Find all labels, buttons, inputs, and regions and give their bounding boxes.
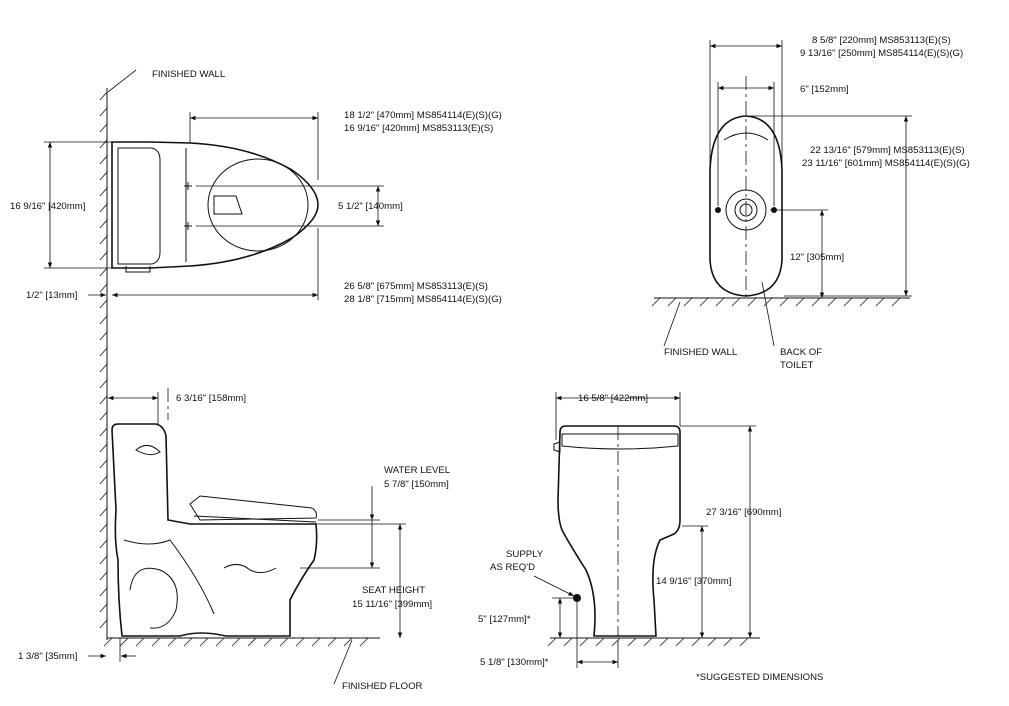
tank-depth-dim: 6 3/16" [158mm] [176, 393, 246, 404]
seat-lid-outline [207, 158, 309, 252]
side-view: 6 3/16" [158mm] WATER LEVEL 5 7/8" [150m… [18, 388, 451, 692]
fp-width-dim-1: 8 5/8" [220mm] MS853113(E)(S) [812, 35, 951, 46]
fp-bolt-dim: 6" [152mm] [800, 84, 849, 95]
seat-length-dim-1: 18 1/2" [470mm] MS854114(E)(S)(G) [344, 110, 502, 121]
overall-length-dim-1: 26 5/8" [675mm] MS853113(E)(S) [344, 281, 488, 292]
side-floor-hatching [103, 637, 369, 647]
seat-height-label: SEAT HEIGHT [362, 585, 425, 596]
toilet-label: TOILET [780, 360, 814, 371]
fp-rough-in-dim: 12" [305mm] [790, 252, 844, 263]
overall-height-dim: 27 3/16" [690mm] [706, 507, 781, 518]
supply-as-required-label: AS REQ'D [490, 562, 535, 573]
toilet-front-outline [557, 425, 681, 637]
bolt-spacing-dim: 5 1/2" [140mm] [338, 201, 403, 212]
floor-bolt-left [715, 207, 721, 213]
left-wall-hatching [99, 91, 108, 629]
flush-lever-front [553, 441, 561, 453]
floor-label-leader [333, 639, 353, 685]
fp-length-dim-1: 22 13/16" [579mm] MS853113(E)(S) [810, 145, 965, 156]
seat-bottom-edge [193, 515, 317, 523]
seat-length-dim-2: 16 9/16" [420mm] MS853113(E)(S) [344, 123, 493, 134]
rim-height-dim: 14 9/16" [370mm] [656, 576, 731, 587]
floor-plan-view: 8 5/8" [220mm] MS853113(E)(S) 9 13/16" [… [651, 35, 970, 371]
supply-valve [573, 594, 581, 602]
water-level-dim: 5 7/8" [150mm] [384, 479, 449, 490]
supply-offset-dim: 5 1/8" [130mm]* [480, 657, 549, 668]
seat-hinge-bracket [213, 195, 243, 215]
fp-wall-leader [663, 301, 681, 347]
flush-lever-base [125, 266, 151, 273]
front-view: 16 5/8" [422mm] 27 3/16" [690mm] 14 9/16… [478, 392, 781, 668]
water-level-label: WATER LEVEL [384, 465, 451, 476]
front-floor-hatching [547, 637, 749, 647]
front-width-dim: 16 5/8" [422mm] [578, 393, 648, 404]
seat-height-dim: 15 11/16" [399mm] [352, 599, 432, 610]
tank-lid-front [561, 433, 679, 450]
toilet-side-outline [111, 423, 318, 637]
wall-label-leader [107, 69, 137, 93]
water-surface-wave [223, 564, 277, 574]
toilet-top-outline [111, 141, 319, 269]
supply-leader [533, 575, 575, 597]
supply-height-dim: 5" [127mm]* [478, 614, 531, 625]
base-offset-dim: 1 3/8" [35mm] [18, 651, 77, 662]
supply-label: SUPPLY [506, 549, 544, 560]
seat-bolt-marks [184, 182, 192, 230]
toilet-width-dim: 16 9/16" [420mm] [10, 201, 85, 212]
tank-lid-outline [117, 147, 161, 265]
fp-width-dim-2: 9 13/16" [250mm] MS854114(E)(S)(G) [800, 48, 963, 59]
flush-lever-side [135, 445, 161, 456]
plan-view: FINISHED WALL 18 1/2" [470mm] MS854114(E… [10, 69, 502, 640]
trapway-curve-1 [123, 539, 215, 615]
floor-plan-wall-hatching [651, 297, 901, 307]
fp-back-leader [761, 281, 775, 347]
fp-finished-wall-label: FINISHED WALL [664, 347, 738, 358]
finished-wall-label: FINISHED WALL [152, 69, 226, 80]
overall-length-dim-2: 28 1/8" [715mm] MS854114(E)(S)(G) [344, 294, 502, 305]
wall-gap-dim: 1/2" [13mm] [26, 290, 77, 301]
fp-length-dim-2: 23 11/16" [601mm] MS854114(E)(S)(G) [802, 158, 970, 169]
finished-floor-label: FINISHED FLOOR [342, 681, 423, 692]
trapway-curve-2 [129, 567, 178, 629]
back-of-label: BACK OF [780, 347, 822, 358]
seat-side [189, 495, 317, 521]
footnote: *SUGGESTED DIMENSIONS [696, 672, 823, 683]
